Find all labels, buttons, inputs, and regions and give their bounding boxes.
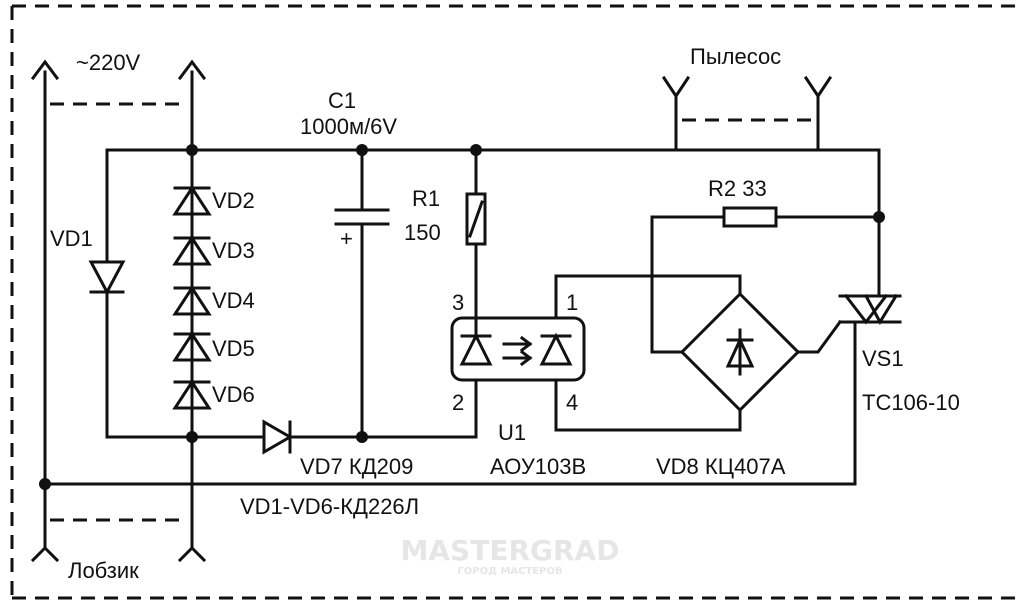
diode-bridge-vd8 [650,215,843,413]
jigsaw-label: Лобзик [68,558,139,583]
c1-value-label: 1000м/6V [300,114,397,139]
diode-vd7 [248,419,294,455]
vd4-label: VD4 [212,288,255,313]
vd3-label: VD3 [212,238,255,263]
optocoupler-u1 [450,274,742,439]
vd8-label: VD8 КЦ407А [656,454,786,479]
diode-vd1 [88,148,126,439]
vs1-name-label: VS1 [862,346,904,371]
u1-type-label: АОУ103В [490,454,586,479]
vacuum-label: Пылесос [690,44,781,69]
vd7-label: VD7 КД209 [300,454,413,479]
capacitor-c1 [334,148,390,439]
u1-pin4-label: 4 [566,390,578,415]
u1-pin2-label: 2 [452,390,464,415]
vd-group-label: VD1-VD6-КД226Л [240,494,419,519]
c1-plus-label: + [340,226,353,251]
vs1-type-label: ТС106-10 [862,390,960,415]
c1-name-label: C1 [328,88,356,113]
u1-pin3-label: 3 [452,290,464,315]
watermark-sub: ГОРОД МАСТЕРОВ [457,566,562,577]
r2-label: R2 33 [708,176,767,201]
u1-pin1-label: 1 [566,290,578,315]
resistor-r2 [722,206,881,228]
watermark-main: MASTERGRAD [401,534,620,567]
r1-value-label: 150 [404,220,441,245]
outer-frame [10,4,1018,600]
watermark: MASTERGRAD ГОРОД МАСТЕРОВ [401,534,620,577]
vacuum-socket [661,75,833,152]
triac-vs1 [816,98,902,486]
vd1-label: VD1 [50,226,93,251]
vd5-label: VD5 [212,336,255,361]
diode-stack-vd2-vd6 [172,148,212,439]
u1-name-label: U1 [498,420,526,445]
vd6-label: VD6 [212,382,255,407]
vd2-label: VD2 [212,188,255,213]
r1-name-label: R1 [412,186,440,211]
resistor-r1 [465,148,487,320]
mains-label: ~220V [76,50,141,75]
